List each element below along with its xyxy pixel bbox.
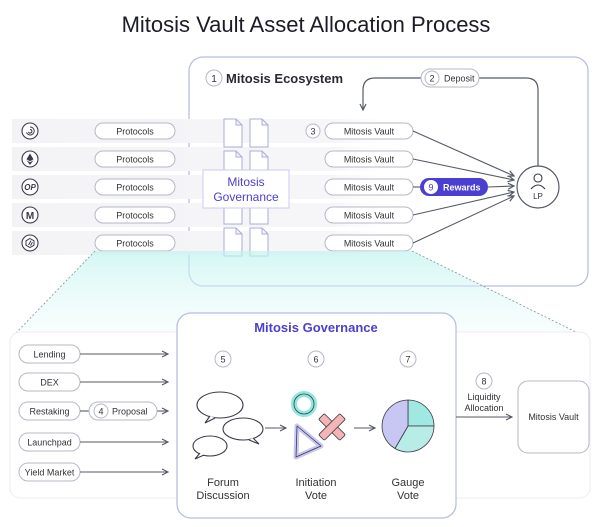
protocol-pill <box>94 206 176 224</box>
liquidity-step-number: 8 <box>481 377 486 387</box>
optimism-op-icon: OP <box>21 178 39 196</box>
deposit-step-number: 2 <box>429 74 434 84</box>
vote-shapes-icon <box>291 391 346 460</box>
ecosystem-label: Mitosis Ecosystem <box>226 71 343 86</box>
protocol-pill <box>94 122 176 140</box>
vault-pills: Mitosis Vault Mitosis Vault Mitosis Vaul… <box>324 122 414 252</box>
spiral-chain-icon <box>21 122 39 140</box>
source-label: DEX <box>40 378 59 388</box>
vault-step-badge <box>305 123 321 139</box>
governance-panel <box>176 312 457 519</box>
stage-title-line2: Vote <box>305 490 327 502</box>
stage-step-number: 5 <box>220 355 225 365</box>
rewards-label: Rewards <box>443 183 481 193</box>
liquidity-step-badge <box>475 372 493 390</box>
document-icon <box>249 118 269 148</box>
flow-arrow <box>412 158 514 180</box>
governance-overlay-line2: Governance <box>213 190 279 204</box>
stage-step-number: 7 <box>405 355 410 365</box>
pie-chart-icon <box>381 399 435 453</box>
zoom-guide-left <box>13 250 96 336</box>
source-label: Launchpad <box>27 438 72 448</box>
target-vault-box <box>517 380 590 454</box>
stage-title-line2: Discussion <box>196 490 249 502</box>
user-icon <box>530 173 546 190</box>
vault-pill-label: Mitosis Vault <box>344 183 395 193</box>
protocol-pill <box>94 150 176 168</box>
rewards-step-badge <box>424 180 438 194</box>
stage-title-line1: Gauge <box>391 477 424 489</box>
protocol-pill-label: Protocols <box>116 183 154 193</box>
vault-pill-label: Mitosis Vault <box>344 127 395 137</box>
liquidity-line2: Allocation <box>464 403 503 413</box>
source-list: Lending DEX Restaking Launchpad Yield Ma… <box>18 344 81 482</box>
protocol-pills: Protocols Protocols Protocols Protocols … <box>94 122 176 252</box>
ethereum-icon <box>21 150 39 168</box>
arbitrum-chain-icon <box>21 234 39 252</box>
rewards-step-number: 9 <box>428 183 433 193</box>
flow-arrow <box>412 192 514 216</box>
ecosystem-step-number: 1 <box>211 74 217 85</box>
target-vault-label: Mitosis Vault <box>528 412 579 422</box>
stage-step-number: 6 <box>313 355 318 365</box>
governance-panel-title: Mitosis Governance <box>254 320 378 335</box>
ecosystem-step-badge <box>205 69 223 87</box>
m-chain-icon: M <box>21 206 39 224</box>
governance-overlay-box <box>202 169 290 209</box>
stage-title-line2: Vote <box>397 490 419 502</box>
flow-arrow <box>412 196 514 244</box>
stage-step-badge <box>399 350 417 368</box>
source-label: Yield Market <box>25 468 75 478</box>
page-title: Mitosis Vault Asset Allocation Process <box>122 12 491 37</box>
stage-step-badge <box>214 350 232 368</box>
lp-label: LP <box>533 192 543 201</box>
lp-node <box>516 165 560 209</box>
flow-arrow <box>487 186 514 187</box>
svg-text:OP: OP <box>24 183 36 192</box>
source-label: Lending <box>33 350 65 360</box>
proposal-label: Proposal <box>112 407 148 417</box>
protocol-pill-label: Protocols <box>116 239 154 249</box>
stage-step-badge <box>307 350 325 368</box>
document-icon <box>223 118 243 148</box>
forum-bubbles-icon <box>192 391 264 460</box>
flow-arrow <box>412 130 514 176</box>
proposal-step-number: 4 <box>98 407 103 417</box>
governance-overlay-line1: Mitosis <box>227 175 264 189</box>
vault-to-lp-arrows <box>412 130 514 244</box>
protocol-pill-label: Protocols <box>116 155 154 165</box>
vault-pill-label: Mitosis Vault <box>344 239 395 249</box>
stage-title-line1: Initiation <box>296 477 337 489</box>
protocol-pill-label: Protocols <box>116 127 154 137</box>
vault-pill-label: Mitosis Vault <box>344 211 395 221</box>
rewards-pill <box>420 178 488 196</box>
protocol-pill <box>94 178 176 196</box>
deposit-step-badge <box>424 70 440 86</box>
proposal-step-badge <box>93 403 109 419</box>
stage-title-line1: Forum <box>207 477 239 489</box>
protocol-pill-label: Protocols <box>116 211 154 221</box>
vault-step-number: 3 <box>310 127 315 137</box>
deposit-label: Deposit <box>444 74 475 84</box>
vault-pill-label: Mitosis Vault <box>344 155 395 165</box>
svg-text:M: M <box>26 211 34 222</box>
source-label: Restaking <box>29 407 69 417</box>
liquidity-line1: Liquidity <box>467 392 501 402</box>
source-arrows <box>80 354 168 472</box>
